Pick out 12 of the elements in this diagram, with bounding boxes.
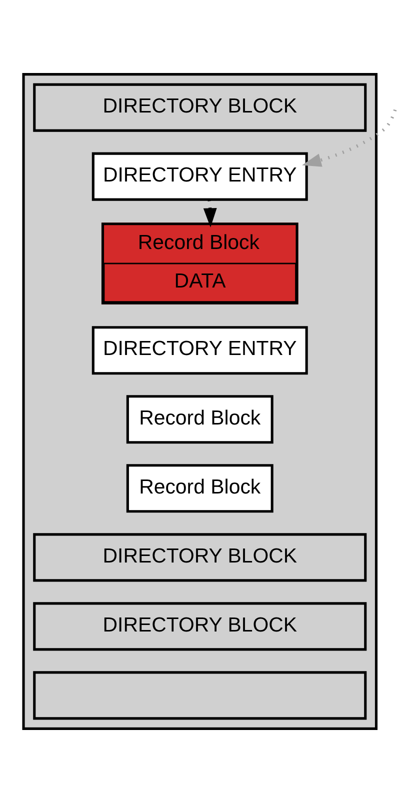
cluster [22,72,378,730]
node-box: DIRECTORY BLOCK [33,532,367,582]
node-box: Record Block [126,394,274,444]
node-box [33,670,367,720]
node-text: Record Block DATA [138,230,260,292]
node-box: DIRECTORY ENTRY [92,326,308,374]
node-box: Record Block [126,464,274,512]
arrow [302,108,397,166]
node-box: DIRECTORY BLOCK [33,602,367,650]
node-box: DIRECTORY BLOCK [33,82,367,132]
node-box: DIRECTORY ENTRY [92,152,308,200]
arrow [203,199,217,227]
